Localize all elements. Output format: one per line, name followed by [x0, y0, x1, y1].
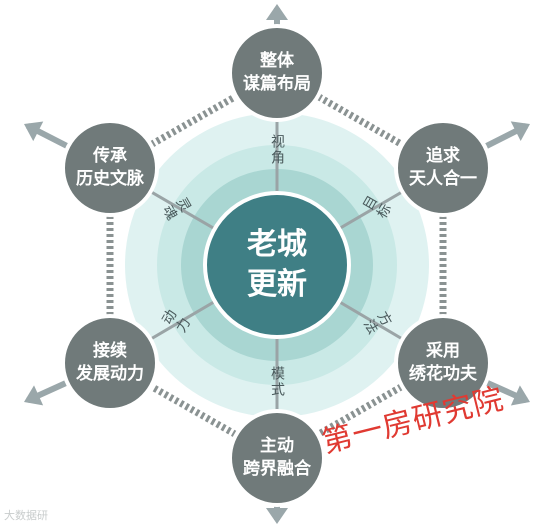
arrow-head-top-left: [24, 121, 44, 142]
node-circle-bottom: [228, 409, 326, 507]
node-bottom-left-line1: 接续: [93, 341, 127, 361]
spoke-label-bottom: 模式: [269, 366, 285, 398]
node-bottom-left-label: 接续 发展动力: [55, 340, 165, 386]
node-top-label: 整体 谋篇布局: [222, 50, 332, 96]
node-bottom-right-label: 采用 绣花功夫: [388, 340, 498, 386]
node-top-line1: 整体: [260, 51, 294, 71]
node-circle-top-right: [394, 119, 492, 217]
node-bottom-label: 主动 跨界融合: [222, 435, 332, 481]
node-top-left-label: 传承 历史文脉: [55, 145, 165, 191]
outer-nodes: [61, 24, 492, 507]
spoke-label-top: 视角: [269, 134, 285, 166]
arrow-head-bottom: [266, 508, 288, 524]
node-bottom-line1: 主动: [260, 436, 294, 456]
center-label-line2: 更新: [247, 267, 307, 302]
node-bottom-right-line2: 绣花功夫: [409, 364, 477, 384]
node-top-right-line1: 追求: [426, 146, 460, 166]
arrow-head-bottom-right: [510, 385, 530, 406]
node-top-line2: 谋篇布局: [243, 74, 311, 94]
node-circle-top-left: [61, 119, 159, 217]
node-circle-bottom-right: [394, 314, 492, 412]
center-label: 老城 更新: [222, 225, 332, 305]
node-bottom-line2: 跨界融合: [243, 459, 311, 479]
node-top-right-line2: 天人合一: [409, 169, 477, 189]
node-top-left-line2: 历史文脉: [76, 169, 144, 189]
node-circle-top: [228, 24, 326, 122]
arrow-head-top: [266, 4, 288, 20]
center-circle: [203, 191, 351, 339]
outward-arrows: [24, 4, 530, 524]
arrow-head-top-right: [510, 121, 530, 142]
node-top-right-label: 追求 天人合一: [388, 145, 498, 191]
credit-text: 大数据研: [4, 509, 48, 522]
node-top-left-line1: 传承: [93, 146, 127, 166]
center-label-line1: 老城: [247, 227, 307, 262]
node-bottom-right-line1: 采用: [426, 341, 460, 361]
node-circle-bottom-left: [61, 314, 159, 412]
arrow-head-bottom-left: [24, 385, 44, 406]
node-bottom-left-line2: 发展动力: [76, 364, 144, 384]
